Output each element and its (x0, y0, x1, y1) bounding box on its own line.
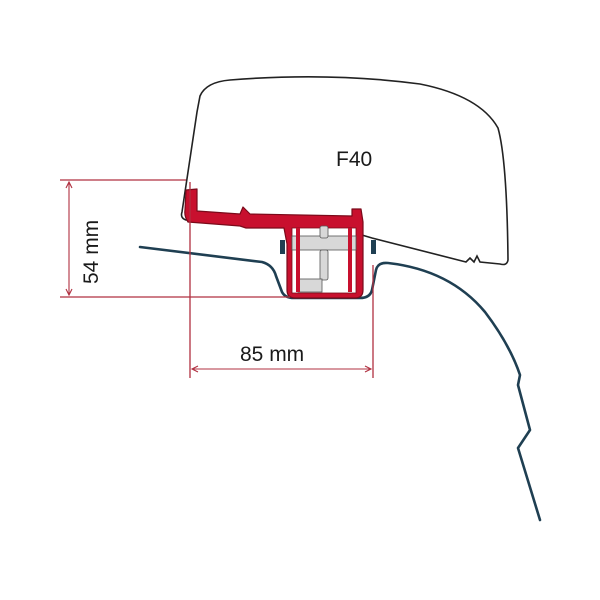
vehicle-roof-profile (138, 245, 542, 522)
clamp-side-left (296, 228, 300, 292)
clamp-knob-left (280, 240, 285, 254)
clamp-bolt-top (319, 225, 329, 239)
height-dimension-label: 54 mm (80, 220, 103, 284)
clamp-knob-right (371, 240, 376, 254)
product-label: F40 (336, 148, 372, 171)
clamp-side-right (348, 228, 352, 292)
width-dimension: 85 mm (189, 182, 374, 378)
height-dimension: 54 mm (60, 179, 290, 298)
clamp-bolt-shaft (319, 249, 329, 281)
clamp-base-block (297, 278, 323, 293)
width-dimension-label: 85 mm (240, 343, 304, 366)
